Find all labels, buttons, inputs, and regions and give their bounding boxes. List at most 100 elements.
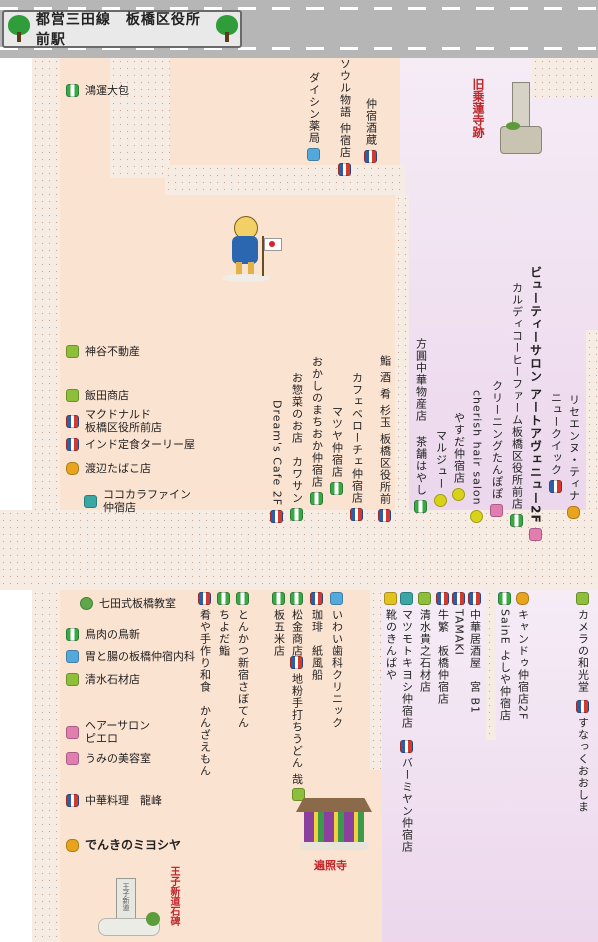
shop-gyushige[interactable]: 牛繁 板橋仲宿店	[436, 592, 450, 705]
shop-matsuya[interactable]: マツヤ仲宿店	[330, 406, 344, 495]
cross-road	[0, 510, 598, 590]
cafe-icon	[330, 482, 343, 495]
mascot-figure	[222, 210, 282, 284]
shop-hair-pierrot[interactable]: ヘアーサロン ピエロ	[66, 719, 150, 745]
stone-monument-icon: 王子新道	[98, 878, 160, 936]
shop-umino[interactable]: うみの美容室	[66, 752, 151, 765]
shop-shimizu-takayuki[interactable]: 清水貴之石材店	[418, 592, 432, 693]
shop-snack-ooshima[interactable]: すなっくおおしま	[576, 700, 590, 813]
shop-tanpopo[interactable]: クリーニングたんぽぽ	[490, 380, 504, 517]
cafe-icon	[272, 592, 285, 605]
left-vertical-road	[32, 58, 60, 942]
restaurant-icon	[576, 700, 589, 713]
shop-sugidama[interactable]: 鮨 酒 肴 杉玉 板橋区役所前	[378, 355, 392, 522]
shop-koun-taihou[interactable]: 鴻運大包	[66, 84, 129, 97]
shop-daishin[interactable]: ダイシン薬局	[307, 72, 321, 161]
shop-miyoshiya[interactable]: でんきのミヨシヤ	[66, 839, 181, 852]
restaurant-icon	[66, 414, 79, 428]
shop-udon-kana[interactable]: 地粉手打ちうどん 哉	[290, 656, 304, 786]
right-lane	[586, 330, 598, 510]
shop-kamifusen[interactable]: 珈琲 紙風船	[310, 592, 324, 681]
restaurant-icon	[452, 592, 465, 605]
restaurant-icon	[290, 656, 303, 669]
shop-matsukane[interactable]: 松金商店	[290, 592, 304, 657]
block-lower-left	[60, 590, 382, 942]
shop-torishin[interactable]: 鳥肉の鳥新	[66, 628, 140, 641]
house-icon	[66, 673, 79, 686]
shop-marujuu[interactable]: マルジュー	[434, 430, 448, 507]
diagonal-lane	[110, 58, 170, 178]
shop-cherish[interactable]: cherish hair salon	[470, 390, 484, 523]
shop-kaldi[interactable]: カルディコーヒーファーム板橋区役所前店	[510, 282, 524, 527]
shop-machioka[interactable]: おかしのまちおか仲宿店	[310, 356, 324, 505]
shop-iida[interactable]: 飯田商店	[66, 389, 129, 402]
old-temple-label[interactable]: 旧乗蓮寺跡	[471, 78, 485, 138]
cafe-icon	[236, 592, 249, 605]
shop-shimizu-sekizai[interactable]: 清水石材店	[66, 673, 140, 686]
restaurant-icon	[436, 592, 449, 605]
shop-cando[interactable]: キャンドゥ仲宿店2F	[516, 592, 530, 720]
shop-shichida[interactable]: 七田式板橋教室	[80, 597, 176, 610]
beauty-icon	[529, 527, 542, 541]
cafe-icon	[290, 508, 303, 521]
shop-naika[interactable]: 胃と腸の板橋仲宿内科	[66, 650, 195, 663]
station-name: 都営三田線 板橋区役所前駅	[35, 12, 201, 48]
shop-art-avenue[interactable]: ビューティーサロン アートアヴェニュー2F	[529, 266, 543, 541]
restaurant-icon	[66, 794, 79, 807]
shop-veloce[interactable]: カフェベローチェ仲宿店	[350, 372, 364, 521]
oji-stone-label[interactable]: 王子新道石碑	[168, 866, 179, 926]
tree-icon	[8, 15, 30, 43]
cafe-icon	[414, 500, 427, 513]
shop-mcdonalds[interactable]: マクドナルド 板橋区役所前店	[66, 408, 162, 434]
shop-seoul[interactable]: ソウル物語 仲宿店	[338, 58, 352, 176]
clinic-icon	[66, 650, 79, 663]
shop-ryuho[interactable]: 中華料理 龍峰	[66, 794, 162, 807]
shop-chaho-hayashi[interactable]: 茶舗はやし	[414, 436, 428, 513]
stone-plate-text: 王子新道	[122, 883, 130, 911]
cafe-icon	[498, 592, 511, 605]
shop-thali[interactable]: インド定食ターリー屋	[66, 438, 195, 451]
shop-yasuda[interactable]: やすだ仲宿店	[452, 412, 466, 501]
beauty-icon	[490, 504, 503, 517]
shop-new-quick[interactable]: ニュークイック	[549, 392, 563, 493]
shop-watanabe[interactable]: 渡辺たばこ店	[66, 462, 151, 475]
restaurant-icon	[66, 438, 79, 451]
shop-kawasan[interactable]: お惣菜のお店 カワサン	[290, 372, 304, 521]
shop-wakodo[interactable]: カメラの和光堂	[576, 592, 590, 693]
cafe-icon	[310, 492, 323, 505]
henshoji-label[interactable]: 遍照寺	[314, 859, 347, 872]
shop-lyceenne[interactable]: リセエンヌ・ティナ	[567, 394, 581, 519]
shop-sakagura[interactable]: 仲宿酒蔵	[364, 98, 378, 163]
shop-miya[interactable]: 中華居酒屋 宮 B1	[468, 592, 482, 714]
block-upper-right	[400, 58, 598, 510]
clinic-icon	[307, 148, 320, 161]
shop-iwai-dental[interactable]: いわい歯科クリニック	[330, 592, 344, 729]
lower-lane-a	[370, 590, 382, 770]
temple-icon	[296, 798, 372, 854]
cafe-icon	[66, 628, 79, 641]
restaurant-icon	[549, 480, 562, 493]
restaurant-icon	[198, 592, 211, 605]
shop-tamaki[interactable]: TAMAKI	[452, 592, 466, 656]
station-banner[interactable]: 都営三田線 板橋区役所前駅	[2, 10, 242, 48]
shop-kamiya[interactable]: 神谷不動産	[66, 345, 140, 358]
shop-bamiyan[interactable]: バーミヤン仲宿店	[400, 740, 414, 853]
cafe-icon	[217, 592, 230, 605]
beauty-icon	[66, 725, 79, 739]
shop-kanzaemon[interactable]: 肴や手作り和食 かんざえもん	[198, 592, 212, 777]
shop-icon	[384, 592, 397, 605]
shop-yoshiya[interactable]: SainE よしや仲宿店	[498, 592, 512, 721]
shop-itago-rice[interactable]: 板五米店	[272, 592, 286, 657]
shop-chiyoda-zushi[interactable]: ちよだ鮨	[217, 592, 231, 657]
shop-saboten[interactable]: とんかつ新宿さぼてん	[236, 592, 250, 729]
shop-cocokara[interactable]: ココカラファイン 仲宿店	[84, 488, 191, 514]
house-icon	[66, 389, 79, 402]
house-icon	[66, 345, 79, 358]
shop-dreams-cafe[interactable]: Dream's Cafe 2F	[270, 400, 284, 524]
shop-kinpaya[interactable]: 靴のきんぱや	[384, 592, 398, 681]
shop-matsukiyo[interactable]: マツモトキヨシ仲宿店	[400, 592, 414, 729]
tree-icon	[216, 15, 239, 43]
restaurant-icon	[310, 592, 323, 605]
shop-houen[interactable]: 方圓中華物産店	[414, 338, 428, 422]
flower-icon	[470, 509, 483, 523]
